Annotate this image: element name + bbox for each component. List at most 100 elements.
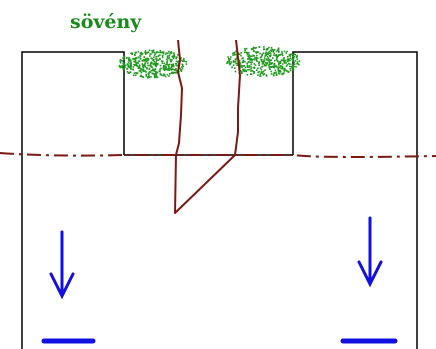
hedge-dot bbox=[137, 66, 140, 68]
hedge-dot bbox=[251, 59, 253, 62]
hedge-dot bbox=[254, 57, 256, 59]
hedge-dot bbox=[130, 62, 132, 64]
hedge-dot bbox=[168, 65, 170, 68]
hedge-dot bbox=[258, 70, 261, 73]
hedge-dot bbox=[167, 57, 169, 60]
hedge-dot bbox=[236, 62, 239, 65]
hedge-dot bbox=[173, 55, 176, 58]
hedge-dot bbox=[270, 66, 272, 68]
hedge-dot bbox=[119, 60, 122, 63]
hedge-dot bbox=[121, 64, 124, 67]
hedge-dot bbox=[287, 56, 289, 58]
hedge-dot bbox=[180, 57, 182, 59]
hedge-dot bbox=[182, 59, 185, 61]
hedge-dot bbox=[292, 69, 295, 71]
hedge-dot bbox=[255, 57, 257, 59]
hedge-dot bbox=[145, 53, 147, 55]
hedge-dot bbox=[266, 48, 268, 50]
hedge-dot bbox=[147, 64, 149, 67]
hedge-dot bbox=[234, 61, 237, 63]
hedge-dot bbox=[263, 46, 265, 48]
hedge-dot bbox=[273, 66, 276, 69]
hedge-dot bbox=[177, 54, 179, 56]
hedge-dot bbox=[173, 52, 175, 54]
hedge-dot bbox=[245, 69, 247, 72]
hedge-dot bbox=[265, 75, 268, 77]
hedge-dot bbox=[155, 51, 157, 54]
hedge-dot bbox=[163, 74, 166, 76]
hedge-dot bbox=[122, 67, 124, 69]
hedge-dot bbox=[292, 55, 294, 58]
hedge-dot bbox=[164, 65, 166, 67]
hedge-dot bbox=[273, 54, 275, 56]
hedge-dot bbox=[128, 59, 130, 61]
hedge-dot bbox=[268, 63, 270, 66]
hedge-dot bbox=[267, 53, 269, 56]
hedge-dot bbox=[136, 62, 138, 64]
hedge-dot bbox=[256, 54, 258, 57]
hedge-dot bbox=[162, 74, 164, 77]
hedge-dot bbox=[260, 56, 263, 58]
hedge-dot bbox=[262, 52, 265, 54]
hedge-dot bbox=[242, 57, 244, 59]
hedge-dot bbox=[269, 52, 272, 55]
hedge-dot bbox=[248, 57, 251, 59]
hedge-dot bbox=[280, 67, 283, 70]
hedge-dot bbox=[253, 63, 255, 65]
hedge-dot bbox=[232, 52, 234, 55]
hedge-dot bbox=[170, 68, 172, 71]
hedge-dot bbox=[144, 70, 146, 72]
hedge-dot bbox=[181, 60, 184, 62]
hedge-dot bbox=[286, 64, 289, 66]
hedge-dot bbox=[145, 60, 148, 63]
hedge-dot bbox=[263, 73, 266, 75]
hedge-dot bbox=[183, 57, 185, 60]
hedge-dot bbox=[294, 53, 297, 56]
hedge-dot bbox=[154, 72, 157, 75]
hedge-dot bbox=[277, 54, 280, 56]
hedge-dot bbox=[288, 58, 290, 60]
hedge-dot bbox=[253, 58, 256, 61]
hedge-dot bbox=[144, 58, 147, 60]
hedge-dot bbox=[270, 50, 273, 53]
hedge-dot bbox=[119, 61, 122, 64]
hedge-dot bbox=[234, 70, 237, 73]
hedge-dot bbox=[166, 62, 168, 64]
hedge-dot bbox=[296, 56, 298, 59]
hedge-dot bbox=[133, 60, 135, 63]
hedge-dot bbox=[170, 63, 173, 66]
hedge-dot bbox=[256, 51, 259, 53]
hedge-dot bbox=[164, 75, 167, 78]
hedge-dot bbox=[265, 54, 268, 56]
hedge-dot bbox=[172, 57, 175, 60]
hedge-dot bbox=[235, 50, 237, 52]
hedge-dot bbox=[278, 72, 281, 75]
hedge-dot bbox=[292, 59, 294, 61]
hedge-dot bbox=[287, 71, 290, 73]
hedge-dot bbox=[171, 59, 173, 61]
hedge-dot bbox=[162, 60, 164, 63]
hedge-dot bbox=[132, 74, 135, 76]
hedge-dot bbox=[143, 56, 146, 58]
hedge-dot bbox=[248, 65, 251, 67]
hedge-dot bbox=[257, 71, 259, 74]
hedge-dot bbox=[147, 76, 149, 79]
hedge-dot bbox=[244, 61, 246, 63]
hedge-dot bbox=[293, 61, 295, 64]
hedge-dot bbox=[156, 59, 158, 62]
hedge-dot bbox=[153, 73, 156, 75]
hedge-dot bbox=[127, 72, 130, 74]
hedge-dot bbox=[159, 68, 161, 70]
hedge-dot bbox=[148, 75, 150, 77]
hedge-dot bbox=[270, 54, 272, 56]
hedge-dot bbox=[255, 51, 257, 53]
hedge-dot bbox=[258, 46, 261, 48]
hedge-dot bbox=[150, 53, 152, 55]
hedge-dot bbox=[235, 62, 237, 65]
hedge-dot bbox=[265, 64, 268, 66]
hedge-dot bbox=[275, 54, 278, 56]
hedge-dot bbox=[150, 69, 153, 72]
hedge-dot bbox=[265, 62, 268, 64]
hedge-dot bbox=[265, 64, 267, 67]
hedge-dot bbox=[257, 74, 259, 76]
